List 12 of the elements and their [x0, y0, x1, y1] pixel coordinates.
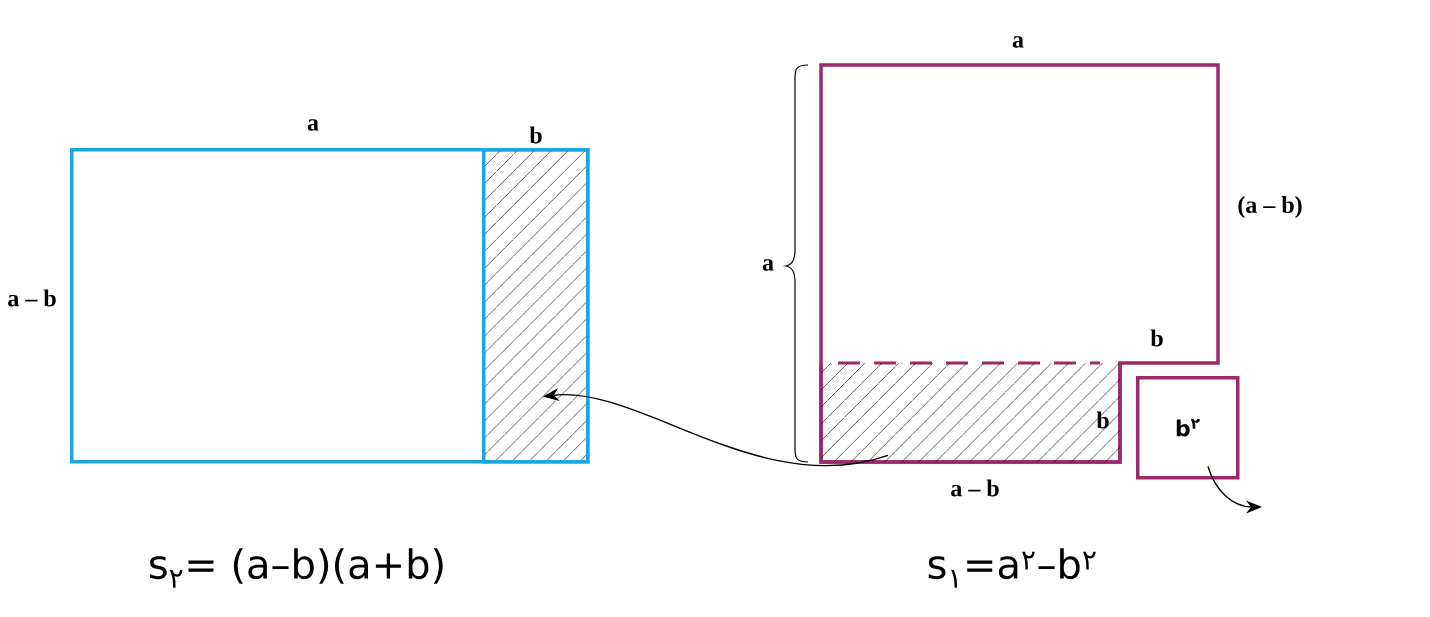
dimension-label: a: [307, 119, 319, 131]
dimension-label: a: [1012, 36, 1024, 48]
dimension-label: a: [762, 259, 774, 271]
dimension-label: b: [1150, 329, 1163, 347]
dimension-label: (a – b): [1238, 196, 1302, 218]
hatched-region: [482, 148, 590, 464]
dimension-label: a – b: [8, 289, 56, 307]
area-formula: s$_{۲}$= (a–b)(a+b): [150, 548, 443, 588]
area-formula: s$_{۱}$=a$^{۲}$–b$^{۲}$: [928, 548, 1096, 588]
dimension-label: b: [1096, 411, 1109, 429]
square-box: b$^{۲}$: [1136, 376, 1240, 480]
hatched-region: [819, 361, 1122, 464]
